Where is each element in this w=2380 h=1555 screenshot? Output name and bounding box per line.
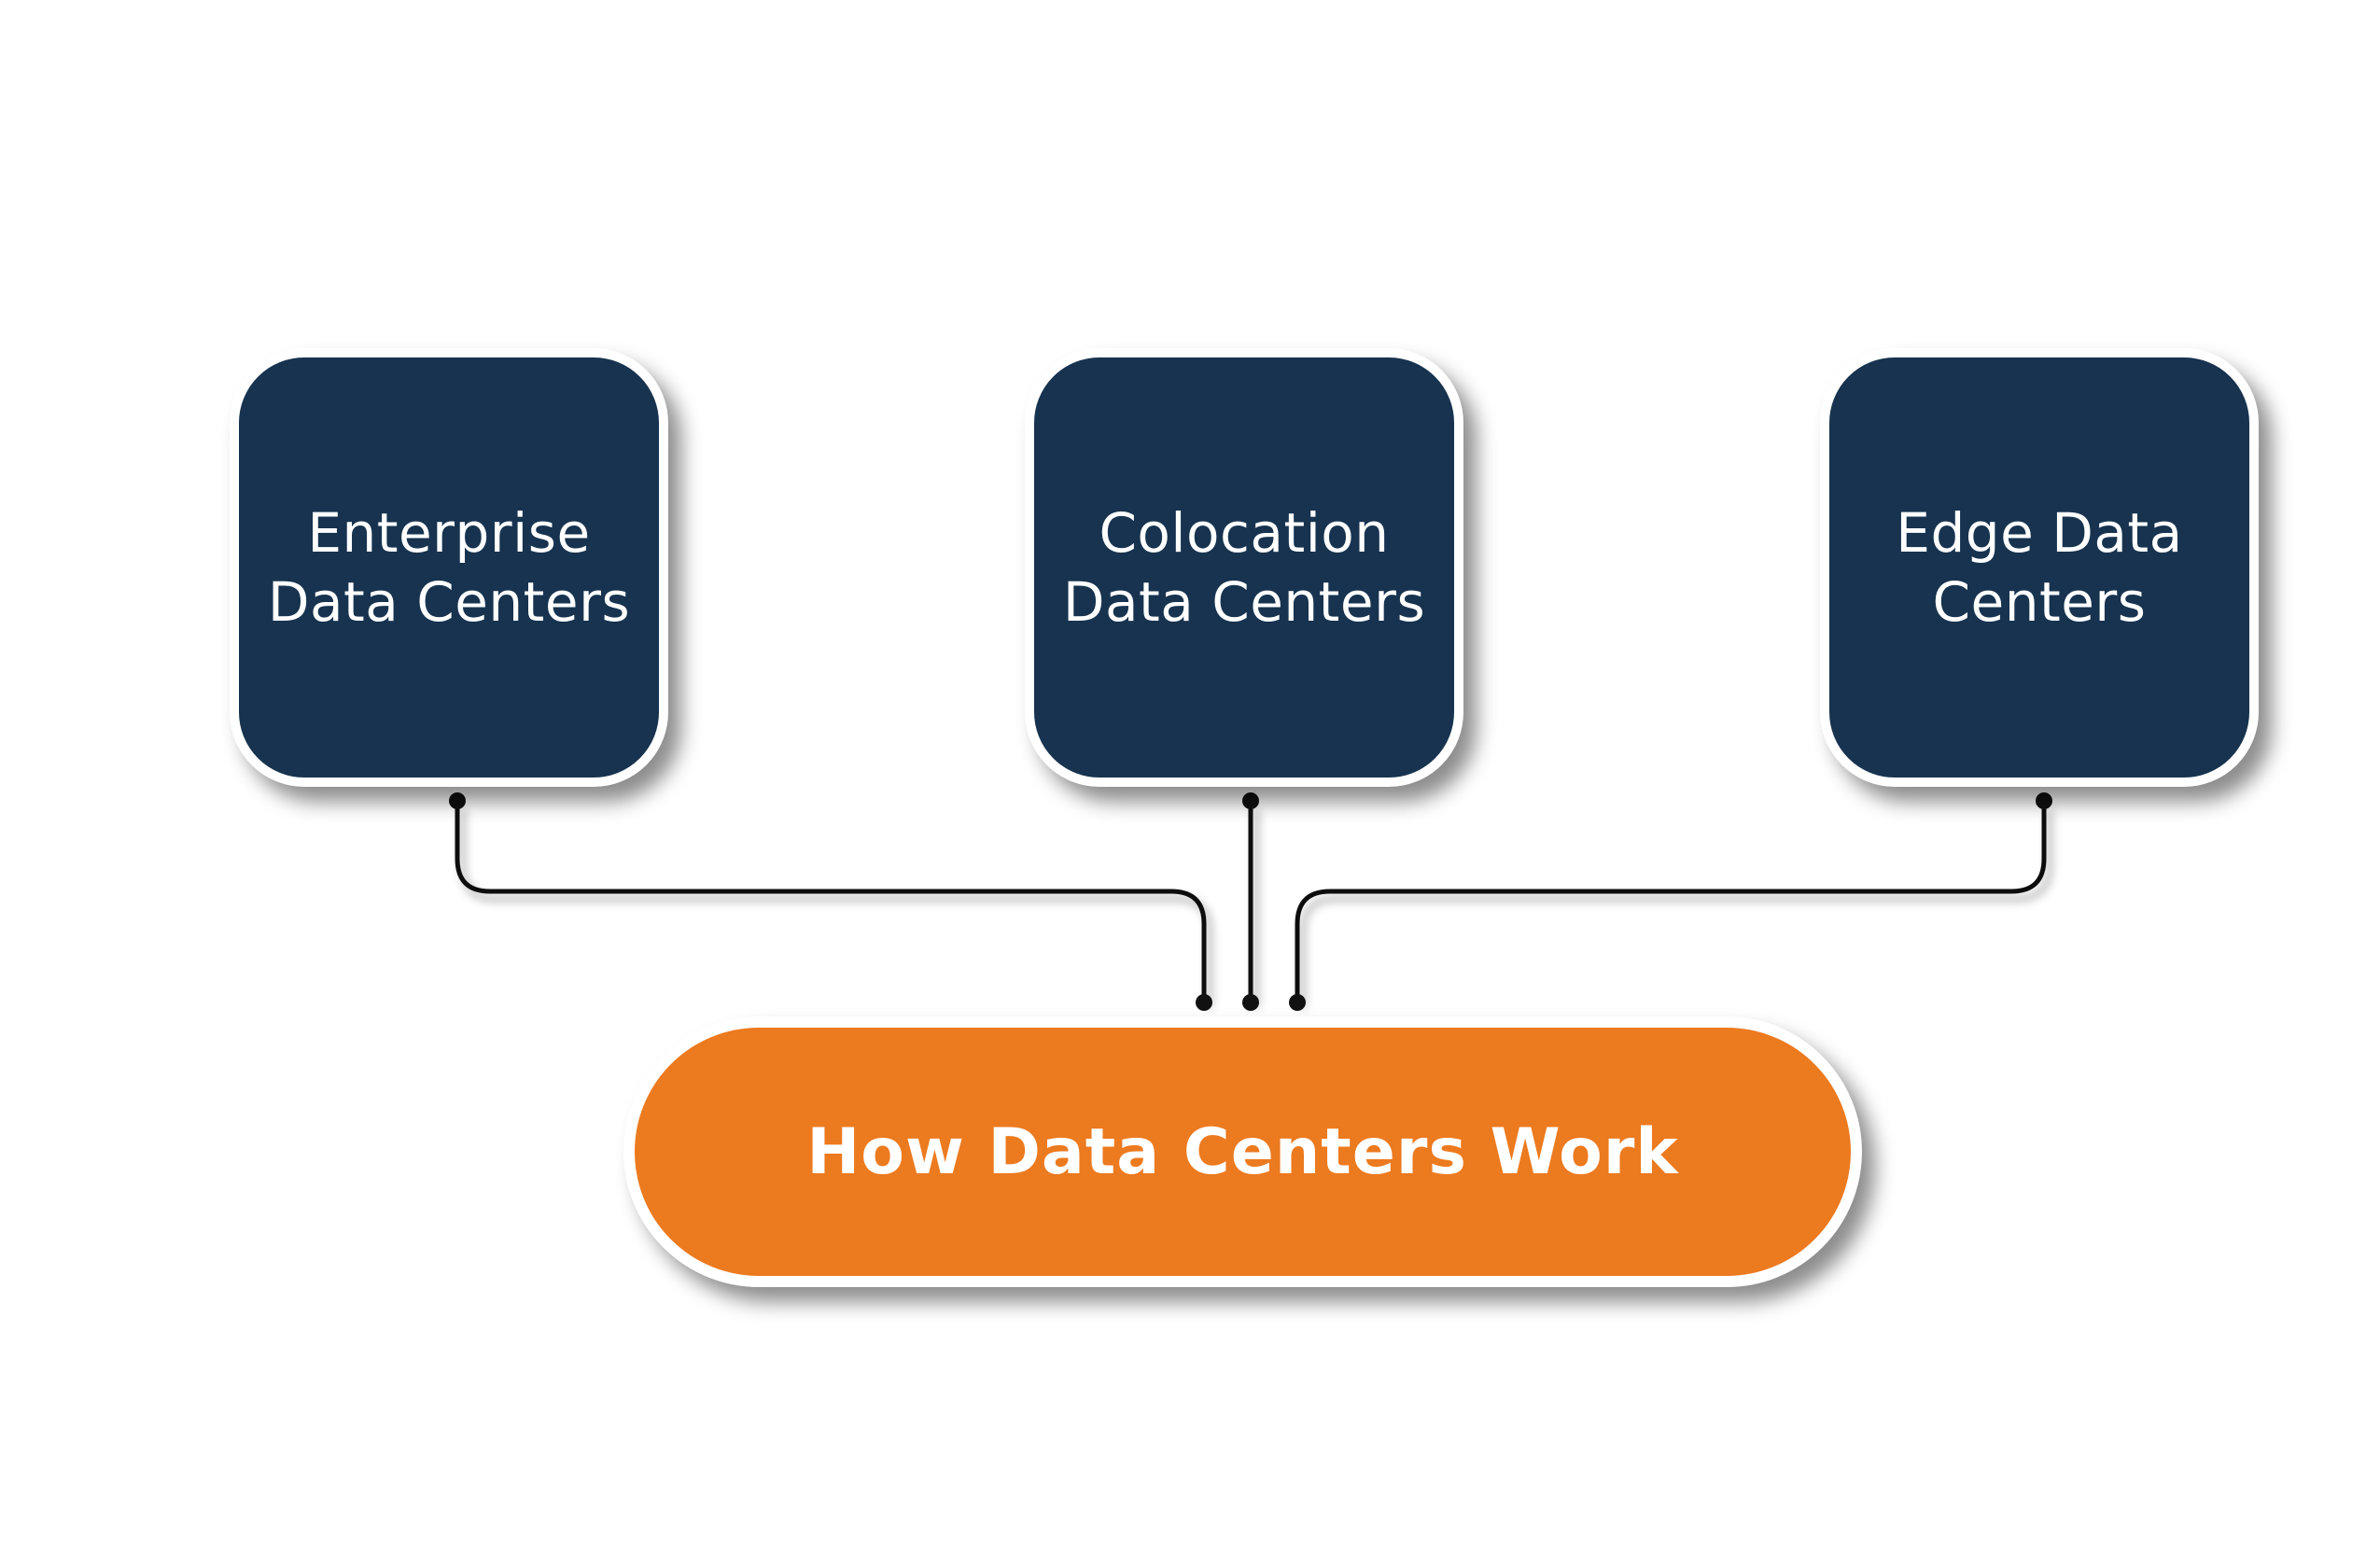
node-label-line: Data Centers [267,570,631,634]
connector-dot-enterprise-top [449,792,466,809]
connector-edge [1295,803,2047,1001]
connector-dot-edge-top [2036,792,2052,809]
connector-dot-colocation-bottom [1242,994,1259,1011]
node-label-line: Data Centers [1062,570,1426,634]
node-edge-data-centers: Edge Data Centers [1820,348,2259,787]
node-label: Edge Data Centers [1857,498,2221,637]
node-label: Enterprise Data Centers [267,498,631,637]
node-colocation-data-centers: Colocation Data Centers [1025,348,1463,787]
hub-how-data-centers-work: How Data Centers Work [623,1016,1862,1287]
node-enterprise-data-centers: Enterprise Data Centers [230,348,668,787]
node-label-line: Centers [1932,570,2147,634]
node-label-line: Edge Data [1896,501,2183,565]
node-label: Colocation Data Centers [1062,498,1426,637]
connector-dot-edge-bottom [1289,994,1306,1011]
node-label-line: Enterprise [307,501,591,565]
hub-label: How Data Centers Work [806,1114,1679,1189]
connector-dot-enterprise-bottom [1196,994,1212,1011]
connector-enterprise [455,803,1207,1001]
node-label-line: Colocation [1099,501,1390,565]
connector-dot-colocation-top [1242,792,1259,809]
